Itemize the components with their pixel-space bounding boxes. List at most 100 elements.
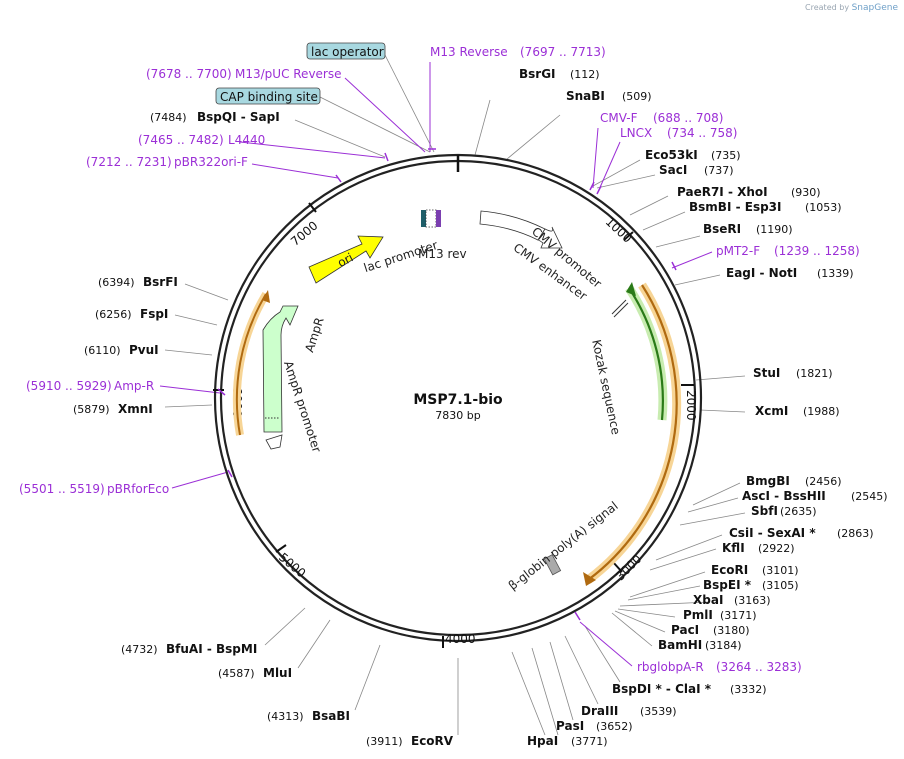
site-mlui-name[interactable]: MluI bbox=[263, 666, 292, 680]
primer-site-marks bbox=[217, 148, 677, 621]
site-snabi-name[interactable]: SnaBI bbox=[566, 89, 605, 103]
site-kfli-name[interactable]: KflI bbox=[722, 541, 745, 555]
ampr-promoter-arrow[interactable] bbox=[265, 434, 283, 450]
lac-operator-box[interactable] bbox=[306, 42, 386, 60]
site-bspei-pos: (3105) bbox=[762, 579, 799, 592]
primer-pbr322ori-range: (7212 .. 7231) bbox=[86, 155, 172, 169]
site-paci-name[interactable]: PacI bbox=[671, 623, 699, 637]
site-pasi-pos: (3652) bbox=[596, 720, 633, 733]
site-esp3i-name[interactable]: BsmBI - Esp3I bbox=[689, 200, 781, 214]
site-stui-name[interactable]: StuI bbox=[753, 366, 780, 380]
site-sbfi-pos: (2635) bbox=[780, 505, 817, 518]
site-sexai-name[interactable]: CsiI - SexAI * bbox=[729, 526, 816, 540]
primer-cmv-f-range: (688 .. 708) bbox=[653, 111, 723, 125]
lac-promoter-mark bbox=[421, 210, 426, 227]
orf-orange-arc[interactable] bbox=[587, 284, 678, 581]
orf-green-arc[interactable] bbox=[628, 287, 664, 421]
site-ecorv-name[interactable]: EcoRV bbox=[411, 734, 454, 748]
site-bsrgi-pos: (112) bbox=[570, 68, 600, 81]
site-eco53ki-name[interactable]: Eco53kI bbox=[645, 148, 698, 162]
site-ecorv-pos: (3911) bbox=[366, 735, 403, 748]
site-xcmi-name[interactable]: XcmI bbox=[755, 404, 788, 418]
site-bamhi-name[interactable]: BamHI bbox=[658, 638, 702, 652]
site-draiii-name[interactable]: DraIII bbox=[581, 704, 618, 718]
site-hpai-pos: (3771) bbox=[571, 735, 608, 748]
primer-m13-reverse-name: M13 Reverse bbox=[430, 45, 508, 59]
site-sapi-name[interactable]: BspQI - SapI bbox=[197, 110, 280, 124]
site-xhoi-name[interactable]: PaeR7I - XhoI bbox=[677, 185, 768, 199]
primer-lncx-range: (734 .. 758) bbox=[667, 126, 737, 140]
site-bspmi-name[interactable]: BfuAI - BspMI bbox=[166, 642, 257, 656]
primer-ampr-name: Amp-R bbox=[114, 379, 154, 393]
site-bsshii-name[interactable]: AscI - BssHII bbox=[742, 489, 826, 503]
ori-arrow[interactable] bbox=[308, 235, 384, 284]
site-bamhi-pos: (3184) bbox=[705, 639, 742, 652]
ampr-arrow[interactable] bbox=[262, 305, 299, 433]
ampr-promoter-label: AmpR promoter bbox=[281, 359, 324, 454]
site-ecori-name[interactable]: EcoRI bbox=[711, 563, 748, 577]
plasmid-length: 7830 bp bbox=[435, 409, 480, 422]
restriction-sites-left: (3911) EcoRV (4313) BsaBI (4587) MluI (4… bbox=[73, 110, 454, 748]
site-bsabi-name[interactable]: BsaBI bbox=[312, 709, 350, 723]
site-bseri-pos: (1190) bbox=[756, 223, 793, 236]
site-esp3i-pos: (1053) bbox=[805, 201, 842, 214]
site-mlui-pos: (4587) bbox=[218, 667, 255, 680]
left-orf-halo bbox=[232, 291, 270, 436]
site-stui-pos: (1821) bbox=[796, 367, 833, 380]
snapgene-logo: SnapGene bbox=[852, 3, 898, 13]
beta-globin-polya-label: β-globin poly(A) signal bbox=[506, 499, 621, 593]
site-xbai-name[interactable]: XbaI bbox=[693, 593, 723, 607]
tick-marks bbox=[213, 202, 694, 648]
tick-label-1000: 1000 bbox=[603, 215, 635, 246]
site-pmli-name[interactable]: PmlI bbox=[683, 608, 713, 622]
beta-globin-polya-box[interactable] bbox=[543, 554, 562, 576]
site-ecori-pos: (3101) bbox=[762, 564, 799, 577]
snapgene-brand: SnapGene bbox=[851, 3, 898, 13]
primer-rbglobpa-range: (3264 .. 3283) bbox=[716, 660, 802, 674]
left-orf-head bbox=[262, 290, 270, 303]
site-fspi-name[interactable]: FspI bbox=[140, 307, 168, 321]
site-pvui-name[interactable]: PvuI bbox=[129, 343, 159, 357]
site-bseri-name[interactable]: BseRI bbox=[703, 222, 741, 236]
site-bspei-name[interactable]: BspEI * bbox=[703, 578, 752, 592]
site-saci-name[interactable]: SacI bbox=[659, 163, 687, 177]
ori-label: ori bbox=[335, 250, 355, 270]
site-sapi-pos: (7484) bbox=[150, 111, 187, 124]
site-xmni-name[interactable]: XmnI bbox=[118, 402, 153, 416]
cap-binding-site-box[interactable] bbox=[215, 87, 321, 105]
kozak-mark-2 bbox=[613, 302, 629, 318]
orf-orange-head bbox=[583, 572, 596, 586]
site-bmgbi-name[interactable]: BmgBI bbox=[746, 474, 790, 488]
site-paci-pos: (3180) bbox=[713, 624, 750, 637]
site-pasi-name[interactable]: PasI bbox=[556, 719, 584, 733]
site-xmni-pos: (5879) bbox=[73, 403, 110, 416]
site-hpai-name[interactable]: HpaI bbox=[527, 734, 558, 748]
site-snabi-pos: (509) bbox=[622, 90, 652, 103]
m13-rev-label: M13 rev bbox=[418, 247, 467, 261]
site-bsrfi-pos: (6394) bbox=[98, 276, 135, 289]
site-noti-name[interactable]: EagI - NotI bbox=[726, 266, 797, 280]
site-bsrfi-name[interactable]: BsrFI bbox=[143, 275, 178, 289]
primer-lncx-name: LNCX bbox=[620, 126, 652, 140]
site-clai-pos: (3332) bbox=[730, 683, 767, 696]
site-sexai-pos: (2863) bbox=[837, 527, 874, 540]
kozak-mark bbox=[611, 299, 627, 315]
site-pmli-pos: (3171) bbox=[720, 609, 757, 622]
site-clai-name[interactable]: BspDI * - ClaI * bbox=[612, 682, 712, 696]
site-xbai-pos: (3163) bbox=[734, 594, 771, 607]
snapgene-credit: Created by SnapGene bbox=[805, 3, 898, 13]
primer-m13puc-name: M13/pUC Reverse bbox=[235, 67, 342, 81]
primer-cmv-f-name: CMV-F bbox=[600, 111, 638, 125]
lac-operator-label: lac operator bbox=[311, 45, 384, 59]
credit-prefix: Created by bbox=[805, 3, 850, 12]
left-orf-arc[interactable] bbox=[235, 293, 267, 436]
cmv-promoter-arrow[interactable] bbox=[537, 226, 563, 249]
primer-ampr-range: (5910 .. 5929) bbox=[26, 379, 112, 393]
label-leader-lines bbox=[164, 54, 746, 736]
site-draiii-pos: (3539) bbox=[640, 705, 677, 718]
tick-label-2000: 2000 bbox=[684, 390, 698, 421]
site-sbfi-name[interactable]: SbfI bbox=[751, 504, 778, 518]
site-eco53ki-pos: (735) bbox=[711, 149, 741, 162]
site-bsrgi-name[interactable]: BsrGI bbox=[519, 67, 556, 81]
